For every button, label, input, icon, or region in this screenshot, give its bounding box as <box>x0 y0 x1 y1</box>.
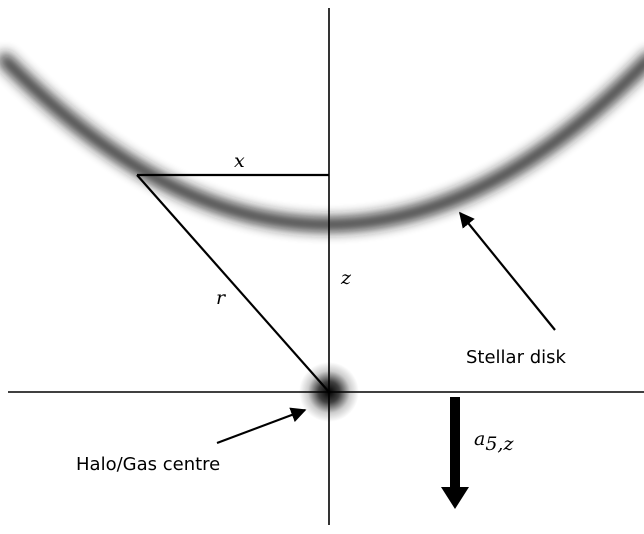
stellar-disk-pointer-arrow <box>459 211 556 331</box>
r-segment <box>136 174 330 393</box>
z-label: z <box>340 267 352 289</box>
x-label: x <box>234 150 245 172</box>
acceleration-arrow-shaft <box>450 397 460 489</box>
acceleration-arrow-head <box>441 487 469 509</box>
acceleration-label-sub: 5,z <box>485 433 514 455</box>
acceleration-label-main: a <box>474 428 485 450</box>
acceleration-label: a5,z <box>474 428 514 455</box>
halo-gas-centre-label: Halo/Gas centre <box>76 454 220 475</box>
halo-pointer-arrow <box>216 407 307 445</box>
stellar-disk-label: Stellar disk <box>466 347 567 368</box>
r-label: r <box>216 287 227 309</box>
stellar-disk-curve <box>0 53 644 232</box>
